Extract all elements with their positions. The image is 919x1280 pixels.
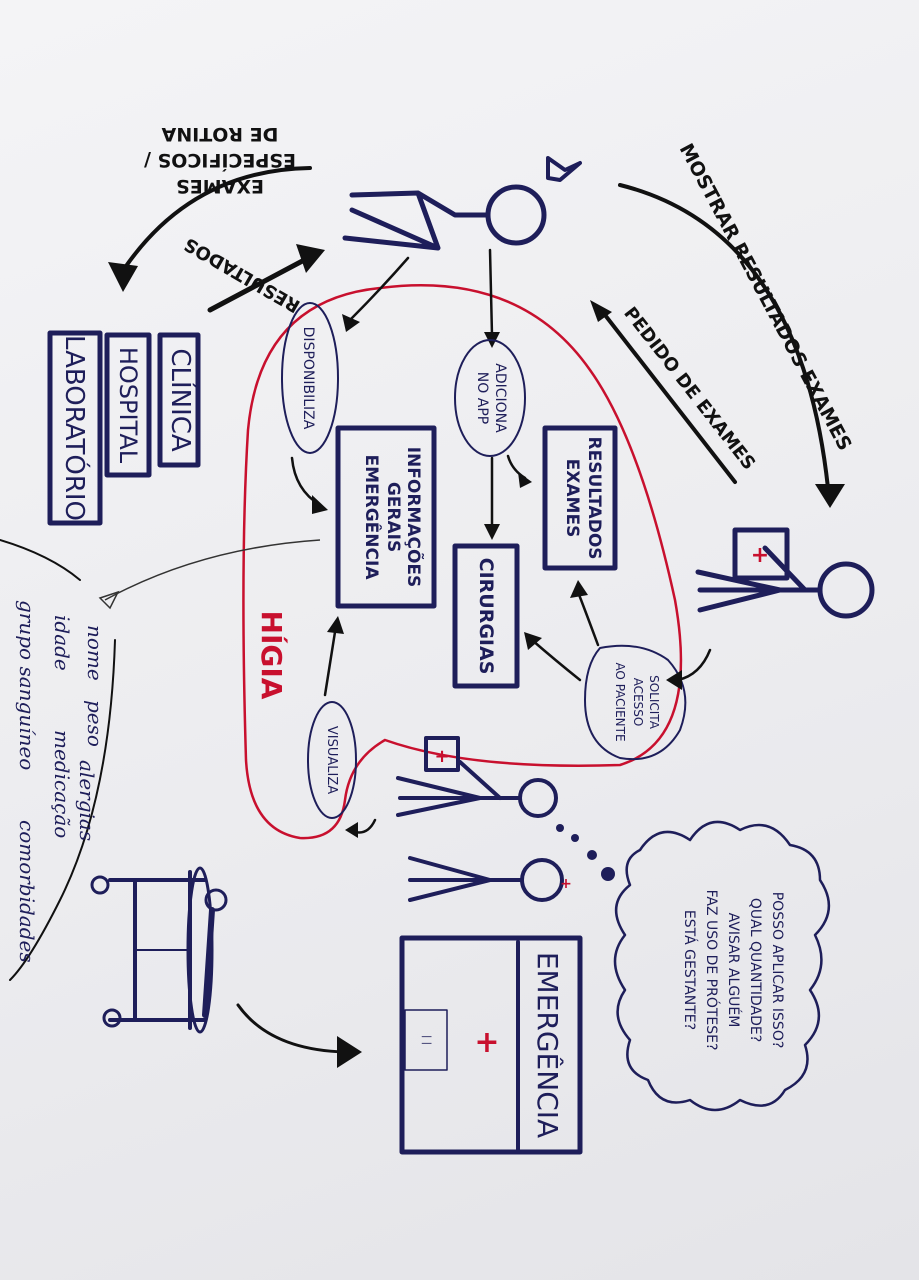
svg-text:LABORATÓRIO: LABORATÓRIO — [59, 335, 91, 521]
higia-label: HÍGIA — [255, 611, 289, 700]
svg-text:SOLICITA: SOLICITA — [647, 675, 661, 730]
higia-boundary — [242, 284, 683, 840]
svg-text:ESPECÍFICOS /: ESPECÍFICOS / — [144, 149, 296, 172]
disponibiliza-bubble: DISPONIBILIZA — [281, 302, 339, 454]
svg-text:DE ROTINA: DE ROTINA — [161, 123, 278, 145]
svg-text:+: + — [751, 543, 769, 568]
svg-text:nome: nome — [83, 625, 107, 681]
thinking-figure: + — [408, 856, 572, 902]
svg-text:ACESSO: ACESSO — [631, 678, 645, 727]
visualiza-bubble: VISUALIZA — [307, 701, 357, 819]
exames-arrowhead — [108, 262, 138, 292]
svg-text:VISUALIZA: VISUALIZA — [324, 726, 339, 794]
exames-arrow — [120, 166, 312, 274]
svg-text:PEDIDO DE EXAMES: PEDIDO DE EXAMES — [619, 303, 759, 474]
notes-pointer — [104, 539, 321, 601]
svg-text:RESULTADOS: RESULTADOS — [181, 233, 304, 316]
svg-text:EMERGÊNCIA: EMERGÊNCIA — [531, 952, 565, 1138]
exames-label: EXAMES ESPECÍFICOS / DE ROTINA — [144, 123, 296, 197]
svg-text:HOSPITAL: HOSPITAL — [114, 347, 142, 464]
svg-text:EXAMES: EXAMES — [176, 175, 264, 197]
svg-text:alergias: alergias — [75, 760, 99, 841]
svg-text:+: + — [434, 746, 449, 767]
svg-text:RESULTADOS: RESULTADOS — [584, 436, 604, 559]
svg-text:CIRURGIAS: CIRURGIAS — [475, 558, 497, 675]
paramedic-figure: + — [396, 736, 558, 818]
notes-list: nome peso alergias idade medicação grupo… — [15, 600, 107, 963]
cirurgias-box: CIRURGIAS — [452, 543, 520, 689]
pedido-arrow — [603, 313, 737, 484]
resultados-arrow — [207, 255, 311, 313]
emergencia-building: EMERGÊNCIA | | + — [399, 935, 583, 1155]
svg-text:FAZ USO DE PRÓTESE?: FAZ USO DE PRÓTESE? — [703, 890, 721, 1051]
mostrar-arrow — [618, 183, 830, 490]
svg-text:peso: peso — [83, 700, 107, 747]
clinica-box: CLÍNICA — [157, 332, 201, 468]
thought-cloud: POSSO APLICAR ISSO? QUAL QUANTIDADE? AVI… — [613, 820, 831, 1112]
pedido-label: PEDIDO DE EXAMES — [619, 303, 759, 474]
solicita-acesso-bubble: SOLICITA ACESSO AO PACIENTE — [584, 644, 687, 761]
svg-text:ADICIONA: ADICIONA — [492, 363, 508, 433]
svg-text:EXAMES: EXAMES — [562, 459, 582, 538]
laboratorio-box: LABORATÓRIO — [47, 330, 103, 526]
stretcher — [90, 866, 228, 1034]
svg-text:medicação: medicação — [50, 730, 74, 838]
thought-dots — [556, 824, 615, 881]
svg-text:idade: idade — [50, 615, 74, 671]
svg-text:grupo sanguíneo: grupo sanguíneo — [15, 600, 39, 770]
svg-text:NO APP: NO APP — [474, 372, 490, 424]
svg-text:AO PACIENTE: AO PACIENTE — [613, 662, 627, 741]
resultados-label: RESULTADOS — [181, 233, 304, 316]
svg-text:AVISAR ALGUÉM: AVISAR ALGUÉM — [725, 913, 742, 1028]
svg-text:+: + — [560, 876, 572, 892]
svg-text:INFORMAÇÕES: INFORMAÇÕES — [403, 447, 426, 588]
svg-text:DISPONIBILIZA: DISPONIBILIZA — [300, 327, 316, 430]
svg-text:QUAL QUANTIDADE?: QUAL QUANTIDADE? — [747, 898, 763, 1042]
svg-text:GERAIS: GERAIS — [383, 482, 403, 552]
adiciona-bubble: ADICIONA NO APP — [454, 339, 526, 457]
resultados-exames-box: RESULTADOS EXAMES — [542, 425, 618, 571]
svg-text:CLÍNICA: CLÍNICA — [165, 348, 197, 452]
svg-text:ESTÁ GESTANTE?: ESTÁ GESTANTE? — [681, 910, 698, 1030]
patient-figure-top — [342, 156, 582, 251]
svg-text:+: + — [474, 1025, 499, 1060]
info-emergencia-box: INFORMAÇÕES GERAIS EMERGÊNCIA — [335, 425, 437, 609]
svg-text:| |: | | — [421, 1035, 432, 1045]
hospital-box: HOSPITAL — [104, 332, 152, 478]
svg-text:POSSO APLICAR ISSO?: POSSO APLICAR ISSO? — [769, 892, 785, 1049]
svg-text:comorbidades: comorbidades — [15, 820, 39, 963]
doctor-figure: + — [695, 527, 875, 619]
svg-text:EMERGÊNCIA: EMERGÊNCIA — [361, 455, 383, 581]
